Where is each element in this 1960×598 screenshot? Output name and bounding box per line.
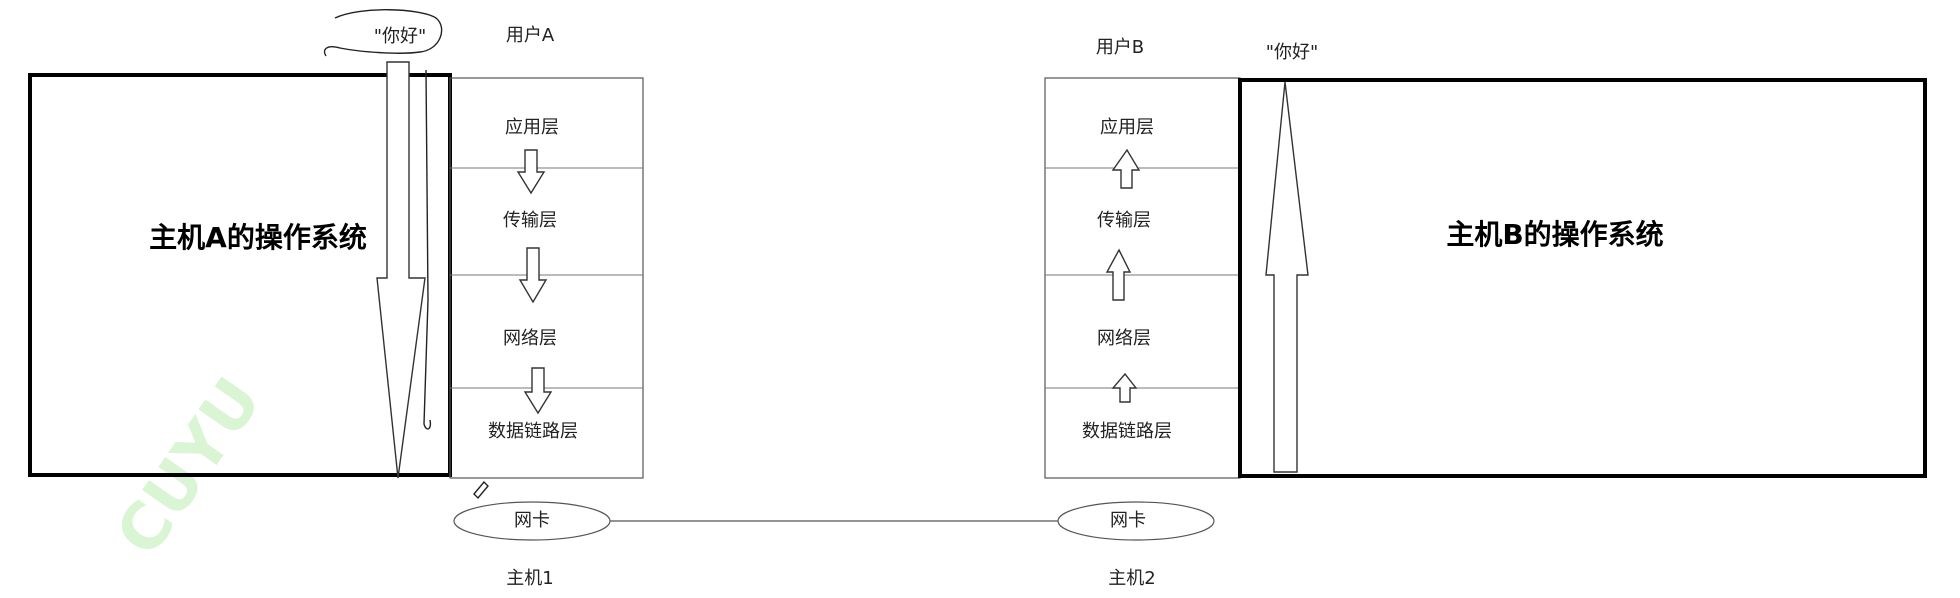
pencil-icon: [473, 480, 489, 500]
host-a-message: "你好": [374, 26, 427, 47]
host-b-os-box: [1238, 78, 1927, 478]
host-b-up-arrow: [1105, 248, 1132, 301]
host-a-user-label: 用户A: [506, 25, 555, 46]
host-a-down-arrow: [516, 149, 546, 195]
host-a-layer-application: 应用层: [505, 117, 559, 138]
host-b-layer-datalink: 数据链路层: [1082, 421, 1172, 442]
host-b-user-label: 用户B: [1096, 37, 1144, 58]
host-a-os-label: 主机A的操作系统: [149, 221, 367, 254]
host-a-layer-datalink: 数据链路层: [488, 421, 578, 442]
host-b-nic: [1057, 501, 1215, 541]
host-b-os-label: 主机B的操作系统: [1446, 218, 1663, 251]
host-a-down-arrow: [523, 367, 553, 415]
host-b-layer-application: 应用层: [1100, 117, 1154, 138]
host-b-host-label: 主机2: [1108, 568, 1155, 589]
host-a-pen-trace: [423, 69, 432, 430]
host-b-up-arrow: [1111, 148, 1141, 189]
host-a-down-arrow: [518, 247, 548, 304]
host-a-host-label: 主机1: [506, 568, 553, 589]
host-a-nic-label: 网卡: [514, 510, 550, 531]
host-b-up-arrow: [1111, 372, 1138, 403]
host-b-nic-label: 网卡: [1110, 510, 1146, 531]
host-b-layer-transport: 传输层: [1097, 210, 1151, 231]
host-b-big-up-arrow: [1265, 81, 1309, 473]
host-a-message-circle: [323, 9, 443, 57]
watermark-text: CUYU: [102, 365, 276, 569]
host-b-layer-stack: [1044, 77, 1241, 479]
host-b-message: "你好": [1266, 42, 1319, 63]
host-a-layer-network: 网络层: [503, 328, 557, 349]
host-a-layer-transport: 传输层: [503, 210, 557, 231]
host-a-big-down-arrow: [376, 61, 426, 479]
host-a-layer-stack: [449, 77, 644, 479]
host-b-layer-network: 网络层: [1097, 328, 1151, 349]
